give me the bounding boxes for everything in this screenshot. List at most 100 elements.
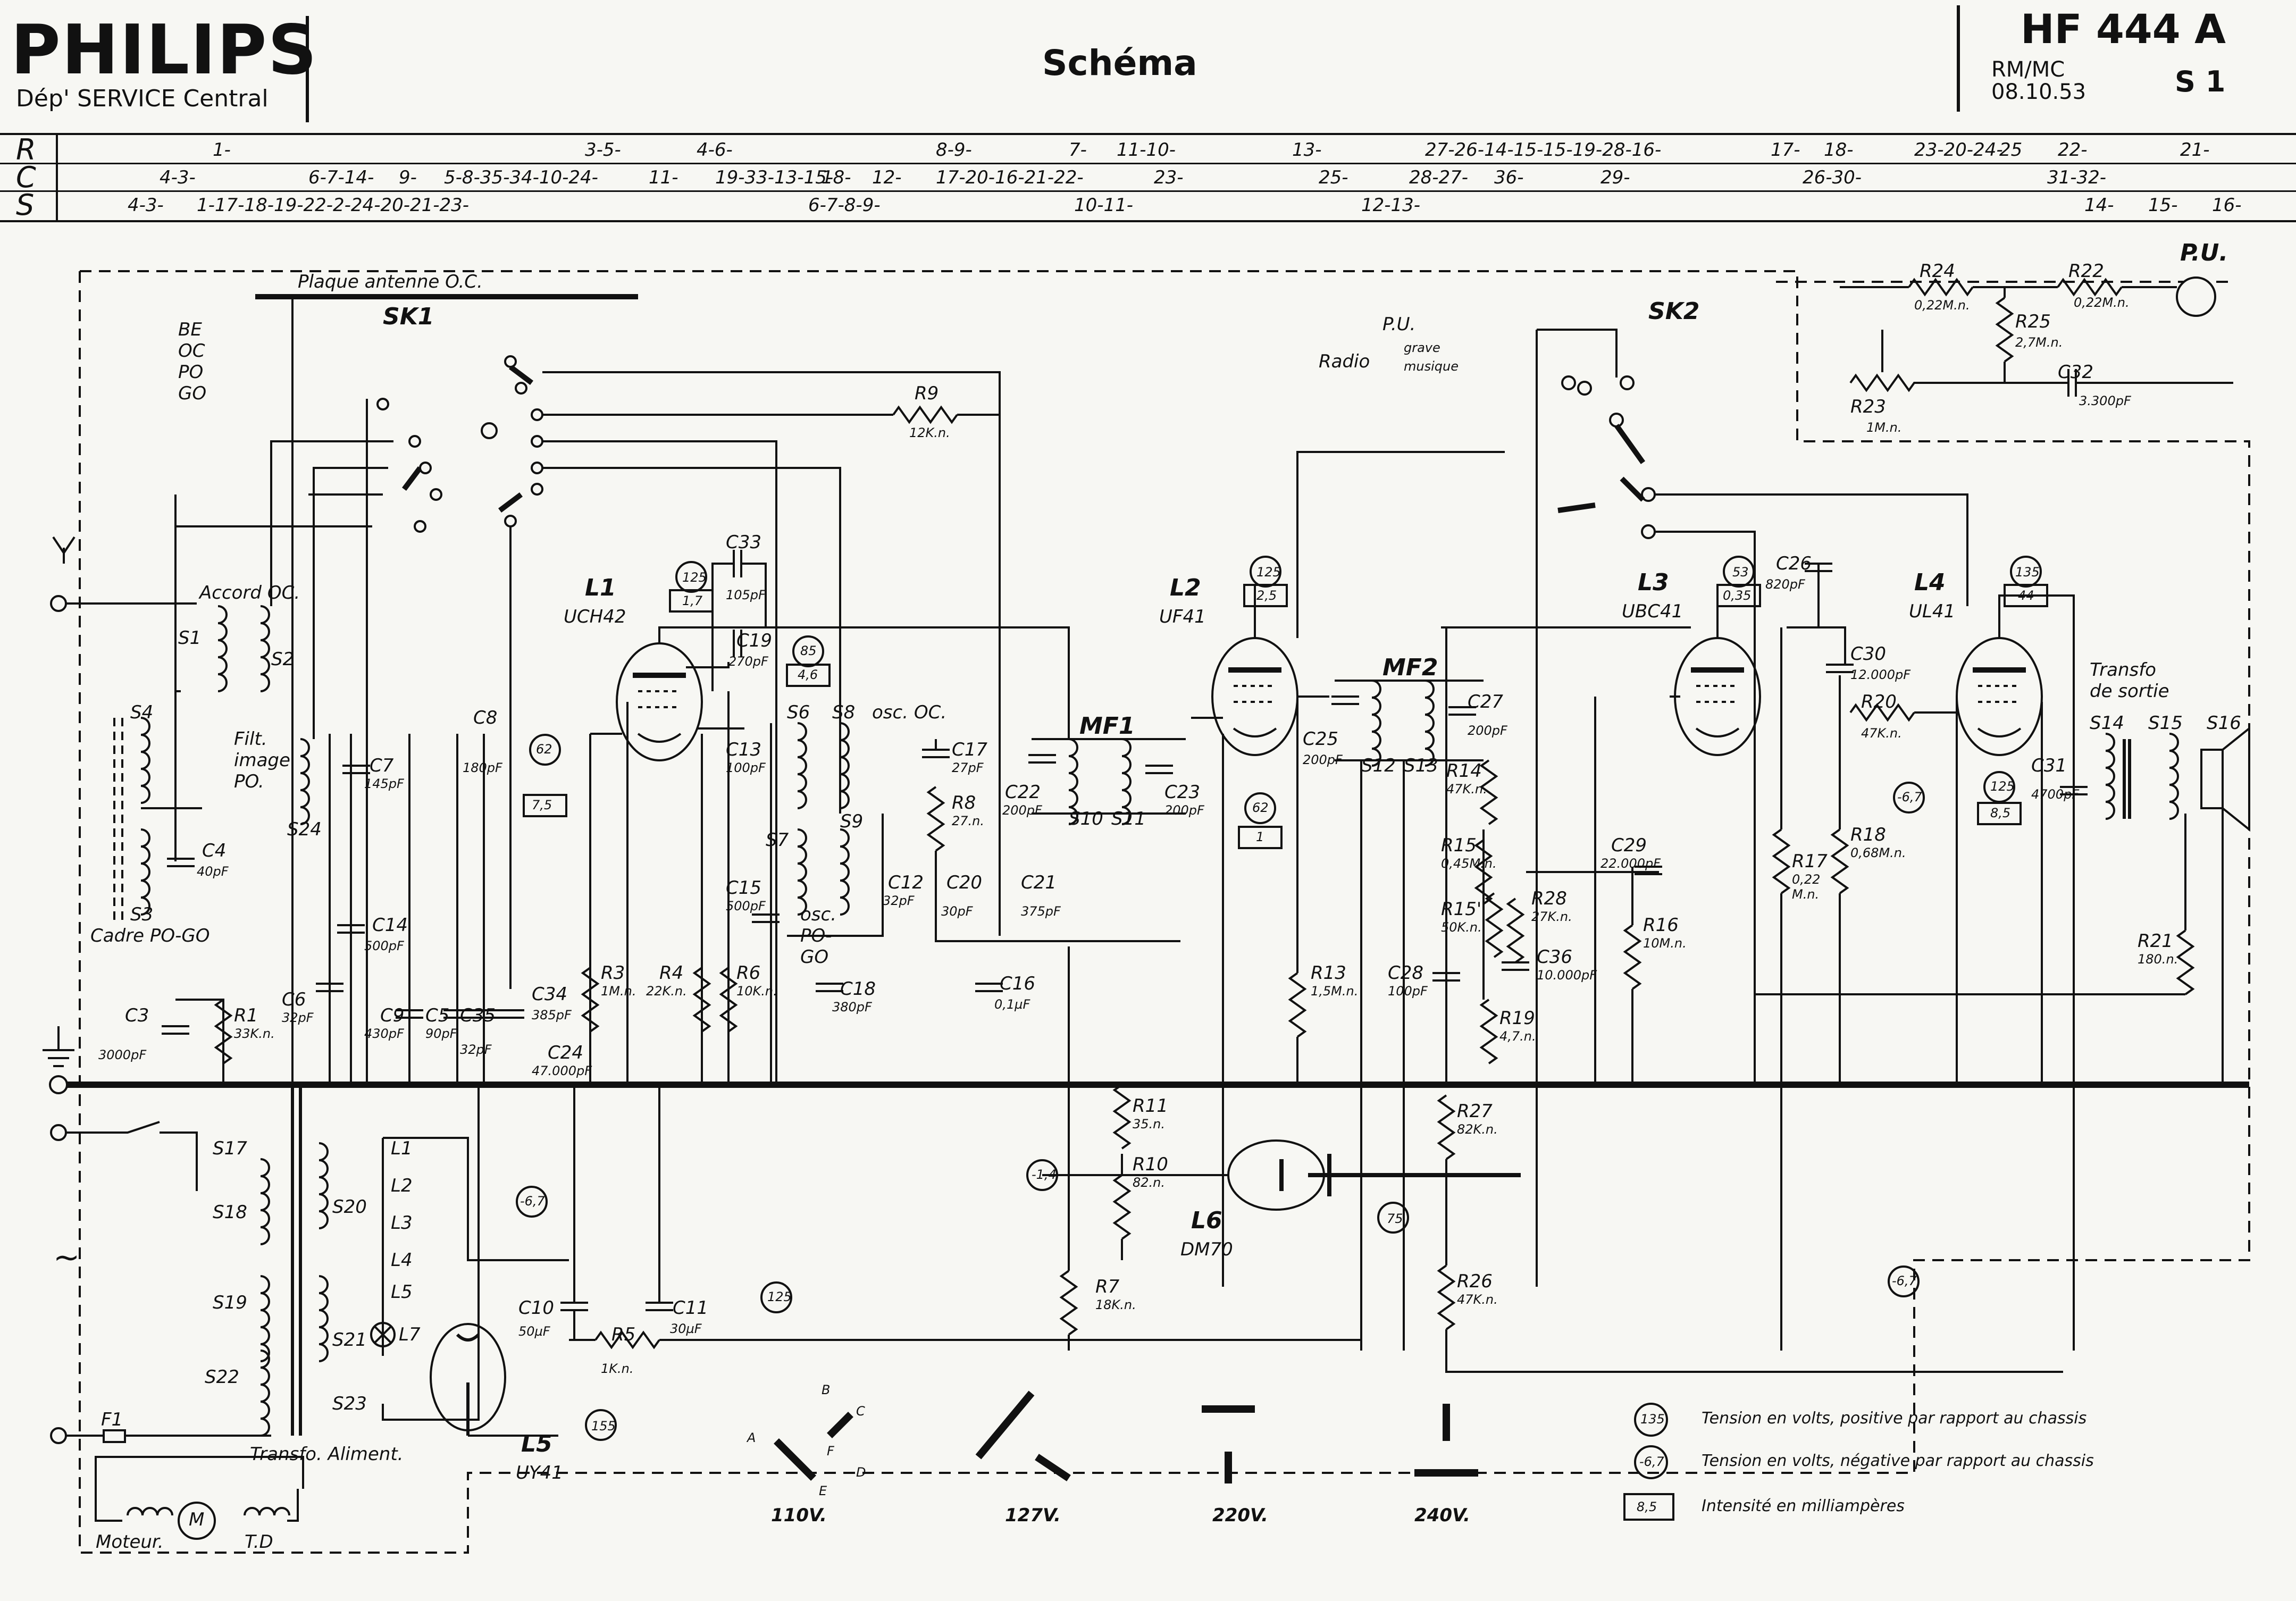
voltage-mark: 1 [1256, 829, 1264, 844]
ref-cell: 17- [1771, 139, 1800, 161]
band-po: PO [178, 362, 204, 383]
r15b-ref: R15' [1441, 899, 1482, 920]
title-block: PHILIPS Dép' SERVICE Central Schéma HF 4… [0, 0, 2296, 128]
c3-ref: C3 [125, 1005, 149, 1026]
date: 08.10.53 [1991, 80, 2086, 104]
ref-cell: 8-9- [936, 139, 972, 161]
filt-image-label: Filt. image PO. [234, 728, 290, 792]
band-be: BE [178, 319, 202, 340]
c4-ref: C4 [202, 840, 227, 861]
tap-f: F [827, 1444, 834, 1458]
r15-value: 0,45M.n. [1441, 856, 1497, 871]
coil-s8: S8 [832, 702, 856, 723]
tube-l2-type: UF41 [1159, 606, 1206, 627]
musique-label: musique [1404, 359, 1459, 374]
coil-s10: S10 [1069, 808, 1103, 829]
voltage-mark: -1,4 [1032, 1167, 1057, 1182]
ref-cell: 18- [1824, 139, 1854, 161]
r26-value: 47K.n. [1457, 1292, 1498, 1307]
c7-ref: C7 [370, 755, 394, 776]
c4-value: 40pF [197, 864, 229, 879]
c34-ref: C34 [532, 984, 568, 1005]
c24-ref: C24 [548, 1042, 584, 1063]
ref-cell: 31-32- [2047, 167, 2107, 188]
c17-value: 27pF [952, 760, 984, 775]
ref-cell: 15- [2148, 195, 2178, 216]
c20-ref: C20 [946, 872, 983, 893]
tube-l1-current: 1,7 [682, 593, 703, 608]
coil-l2: L2 [391, 1175, 413, 1196]
mf2-label: MF2 [1382, 654, 1438, 681]
model-box [1957, 5, 2295, 112]
osc-pogo-label: osc. PO-GO [800, 904, 837, 968]
mf1-label: MF1 [1079, 713, 1135, 740]
tube-l4-voltage: 135 [2015, 565, 2040, 580]
voltage-mark: 125 [767, 1289, 792, 1304]
page-title: Schéma [1042, 43, 1197, 83]
ref-cell: 10-11- [1074, 195, 1134, 216]
c10-ref: C10 [518, 1297, 555, 1319]
ref-cell: 1- [213, 139, 231, 161]
c5-ref: C5 [425, 1005, 450, 1026]
mains-127v: 127V. [1005, 1505, 1061, 1526]
td-label: T.D [245, 1531, 273, 1553]
ref-cell: 1-17-18-19-22-2-24-20-21-23- [197, 195, 470, 216]
ref-cell: 25- [1319, 167, 1348, 188]
transfo-aliment-label: Transfo. Aliment. [250, 1444, 404, 1465]
ref-cell: 36- [1494, 167, 1524, 188]
voltage-mark: 7,5 [532, 798, 552, 812]
sheet-number: S 1 [2175, 65, 2226, 98]
r17-ref: R17 [1792, 851, 1828, 872]
c23-value: 200pF [1164, 803, 1204, 818]
r9-value: 12K.n. [909, 425, 950, 440]
c3-value: 3000pF [98, 1047, 147, 1062]
voltage-mark: 62 [1252, 800, 1269, 815]
r22-ref: R22 [2068, 261, 2104, 282]
r7-ref: R7 [1095, 1276, 1120, 1297]
r24-ref: R24 [1920, 261, 1955, 282]
coil-s19: S19 [213, 1292, 247, 1313]
c28-ref: C28 [1388, 962, 1424, 984]
legend-text-current: Intensité en milliampères [1702, 1497, 1905, 1515]
s14-label: S14 [2090, 713, 2124, 734]
c19-value: 270pF [728, 654, 768, 669]
sk2-label: SK2 [1648, 298, 1700, 325]
c14-ref: C14 [372, 915, 408, 936]
c16-ref: C16 [1000, 973, 1036, 994]
band-oc: OC [178, 340, 205, 362]
r8-value: 27.n. [952, 814, 985, 828]
legend-text-negative: Tension en volts, négative par rapport a… [1702, 1452, 2094, 1470]
coil-s7: S7 [766, 829, 789, 851]
coil-s22: S22 [205, 1367, 239, 1388]
coil-s12: S12 [1361, 755, 1396, 776]
c33-ref: C33 [726, 532, 762, 553]
coil-s17: S17 [213, 1138, 247, 1159]
band-go: GO [178, 383, 207, 404]
legend-text-positive: Tension en volts, positive par rapport a… [1702, 1409, 2087, 1428]
s16-label: S16 [2207, 713, 2241, 734]
legend-symbol-current: 8,5 [1637, 1499, 1657, 1514]
c18-value: 380pF [832, 1000, 872, 1015]
c31-value: 4700pF [2031, 787, 2080, 802]
r16-ref: R16 [1643, 915, 1679, 936]
motor-m-label: M [189, 1509, 205, 1530]
coil-l7: L7 [399, 1324, 421, 1345]
ref-cell: 4-6- [697, 139, 733, 161]
r5-value: 1K.n. [601, 1361, 634, 1376]
ref-cell: 6-7-14- [308, 167, 374, 188]
legend-symbol-positive: 135 [1640, 1412, 1665, 1427]
logo-box [11, 16, 309, 122]
tube-l6-voltage: 75 [1387, 1211, 1403, 1226]
ref-cell: 16- [2212, 195, 2242, 216]
c11-value: 30µF [670, 1321, 702, 1336]
ref-cell: 26-30- [1803, 167, 1862, 188]
c36-ref: C36 [1537, 946, 1573, 968]
r10-value: 82.n. [1133, 1175, 1166, 1190]
ref-cell: 3-5- [585, 139, 621, 161]
c20-value: 30pF [941, 904, 973, 919]
c22-value: 200pF [1002, 803, 1042, 818]
c13-ref: C13 [726, 739, 762, 760]
c14-value: 500pF [364, 938, 404, 953]
c18-ref: C18 [840, 978, 876, 1000]
c35-ref: C35 [460, 1005, 496, 1026]
